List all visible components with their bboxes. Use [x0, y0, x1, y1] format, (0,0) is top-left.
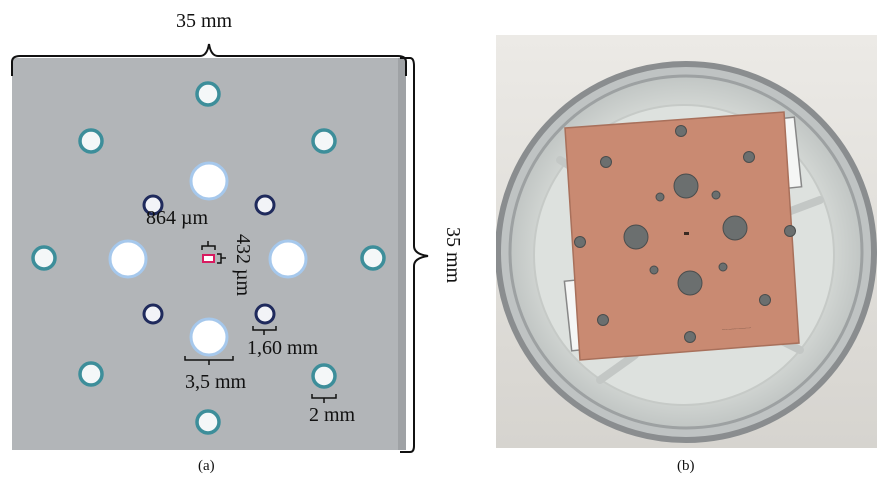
width-brace — [11, 43, 407, 76]
bracket-35 — [184, 356, 234, 365]
outer-hole-right — [360, 245, 386, 271]
board-sensor-mark — [684, 232, 689, 235]
small-hole-upper-left — [142, 194, 164, 216]
bracket-160 — [252, 326, 277, 335]
outer-hole-upper-right — [311, 128, 337, 154]
outer-hole-left — [31, 245, 57, 271]
outer-hole-upper-left — [78, 128, 104, 154]
board-printed-text: .......................... — [722, 324, 751, 331]
center-sensor — [202, 254, 215, 263]
small-hole-lower-right — [254, 303, 276, 325]
dim-35-label: 3,5 mm — [185, 371, 247, 393]
outer-hole-lower-left — [78, 361, 104, 387]
dim-864-label: 864 µm — [146, 207, 209, 229]
width-label: 35 mm — [176, 10, 233, 32]
large-hole-top — [189, 161, 229, 201]
bracket-864 — [201, 241, 216, 250]
plate-shadow-edge — [398, 58, 406, 450]
small-hole-lower-left — [142, 303, 164, 325]
small-holes — [142, 194, 276, 325]
caption-a: (a) — [198, 458, 215, 474]
dim-2-label: 2 mm — [309, 404, 356, 426]
outer-hole-top — [195, 81, 221, 107]
large-hole-left — [108, 239, 148, 279]
large-holes — [108, 161, 308, 357]
bracket-2 — [311, 394, 337, 403]
outer-hole-lower-right — [311, 363, 337, 389]
board-holes — [574, 125, 796, 343]
dim-160-label: 1,60 mm — [247, 337, 319, 359]
copper-board — [564, 111, 800, 361]
outer-hole-bottom — [195, 409, 221, 435]
large-hole-bottom — [189, 317, 229, 357]
bracket-432 — [217, 253, 226, 264]
caption-b: (b) — [677, 458, 695, 474]
height-brace — [400, 57, 429, 453]
large-hole-right — [268, 239, 308, 279]
outer-ring-holes — [31, 81, 386, 435]
small-hole-upper-right — [254, 194, 276, 216]
